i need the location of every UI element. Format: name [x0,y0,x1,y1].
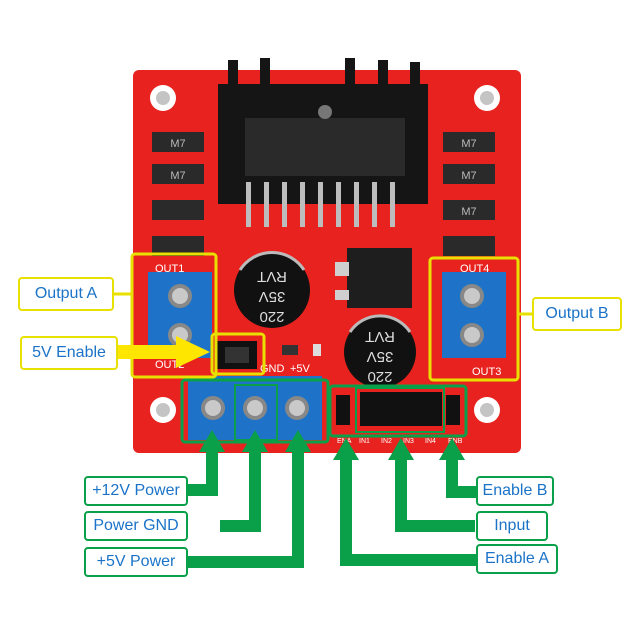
label-enable-b: Enable B [476,476,554,506]
highlight-5v-enable [210,332,266,376]
capacitor-text: 35V [259,288,286,305]
highlight-output-b [428,256,520,382]
voltage-regulator [335,248,412,308]
highlight-input-pins [355,387,445,433]
capacitor-text: RVT [257,268,287,285]
diode-label: M7 [461,206,476,218]
silk-in3: IN3 [403,438,414,445]
diode-label: M7 [461,138,476,150]
capacitor-text: 35V [367,348,394,365]
label-input: Input [476,511,548,541]
chip-pins [246,182,395,227]
silk-in2: IN2 [381,438,392,445]
label-5v-power: +5V Power [84,547,188,577]
label-power-gnd: Power GND [84,511,188,541]
silk-enb: ENB [448,438,463,445]
label-output-a: Output A [18,277,114,311]
capacitor-1: 220 35V RVT [234,251,310,328]
arrow-5v-enable [118,336,210,368]
diode-label: M7 [170,170,185,182]
capacitor-text: RVT [365,328,395,345]
green-arrows [186,430,480,568]
label-enable-a: Enable A [476,544,558,574]
label-12v-power: +12V Power [84,476,188,506]
silk-gnd: GND [260,363,285,375]
highlight-output-a [130,252,218,379]
silk-out3: OUT3 [472,366,501,378]
capacitor-2: 220 35V RVT [344,314,416,388]
silk-5v: +5V [290,363,311,375]
silk-in1: IN1 [359,438,370,445]
label-output-b: Output B [532,297,622,331]
silk-out4: OUT4 [460,263,489,275]
highlight-control-pins [328,384,468,438]
jumper-5v-enable [217,341,257,369]
smd-led [313,344,321,356]
diodes-left: M7 M7 [152,132,204,256]
diode-label: M7 [461,170,476,182]
diode-label: M7 [170,138,185,150]
label-5v-enable: 5V Enable [20,336,118,370]
capacitor-text: 220 [367,368,392,385]
silk-out1: OUT1 [155,263,184,275]
terminal-power [188,376,322,440]
mounting-holes [150,85,500,423]
terminal-output-b [442,272,506,358]
diodes-right: M7 M7 M7 [443,132,495,256]
silk-in4: IN4 [425,438,436,445]
smd-resistor [282,345,298,355]
capacitor-text: 220 [259,308,284,325]
